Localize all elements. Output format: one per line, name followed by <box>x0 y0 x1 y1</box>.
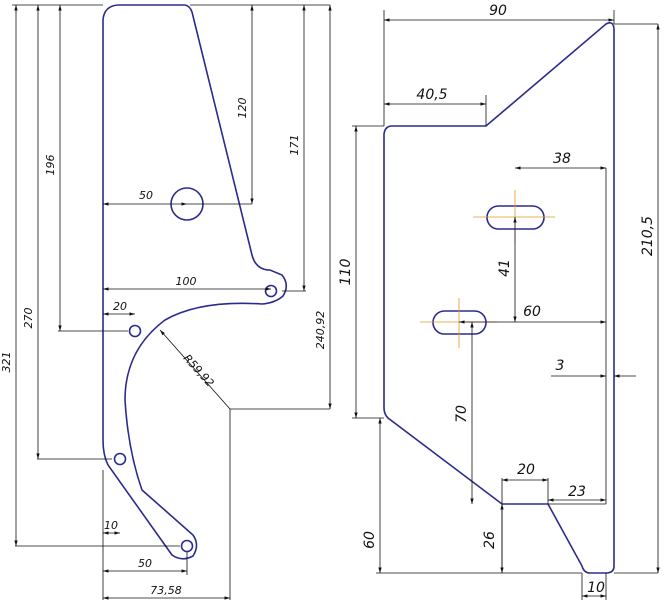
left-hole-d <box>180 539 194 553</box>
label-20: 20 <box>113 300 127 313</box>
label-r5992: R59,92 <box>181 352 217 390</box>
right-extension-lines <box>352 10 658 600</box>
left-hole-c <box>113 452 127 466</box>
label-60-mid: 60 <box>523 304 541 320</box>
slot-upper <box>486 205 545 230</box>
label-41: 41 <box>497 259 513 277</box>
label-7358: 73,58 <box>150 584 182 597</box>
label-10: 10 <box>104 519 118 532</box>
label-10: 10 <box>587 580 605 596</box>
right-part-outline <box>383 22 615 574</box>
label-120: 120 <box>236 98 249 119</box>
label-3: 3 <box>556 358 565 374</box>
label-50-bottom: 50 <box>138 557 152 570</box>
slot-lower <box>432 310 487 335</box>
label-38: 38 <box>553 151 571 167</box>
left-part: 120 171 240,92 196 270 321 50 100 20 R59… <box>0 4 332 600</box>
dim-r5992-leader <box>159 329 231 410</box>
left-extension-lines <box>12 4 330 600</box>
label-50-top: 50 <box>139 189 153 202</box>
label-171: 171 <box>288 135 301 156</box>
label-90: 90 <box>489 3 507 19</box>
left-hole-b <box>128 324 142 338</box>
label-24092: 240,92 <box>314 311 327 350</box>
label-110: 110 <box>338 259 354 286</box>
label-70: 70 <box>454 405 470 423</box>
left-hole-a <box>264 284 278 298</box>
label-321: 321 <box>0 352 13 373</box>
label-26: 26 <box>482 531 498 549</box>
label-60-left: 60 <box>362 531 378 549</box>
right-part: 90 40,5 38 210,5 110 41 60 3 70 20 23 60… <box>338 3 660 600</box>
label-100: 100 <box>176 275 197 288</box>
label-23: 23 <box>568 484 586 500</box>
left-part-outline <box>102 4 288 560</box>
label-2105: 210,5 <box>640 216 656 256</box>
label-270: 270 <box>22 308 35 329</box>
label-196: 196 <box>44 155 57 176</box>
label-20: 20 <box>517 462 535 478</box>
label-405: 40,5 <box>416 87 447 103</box>
